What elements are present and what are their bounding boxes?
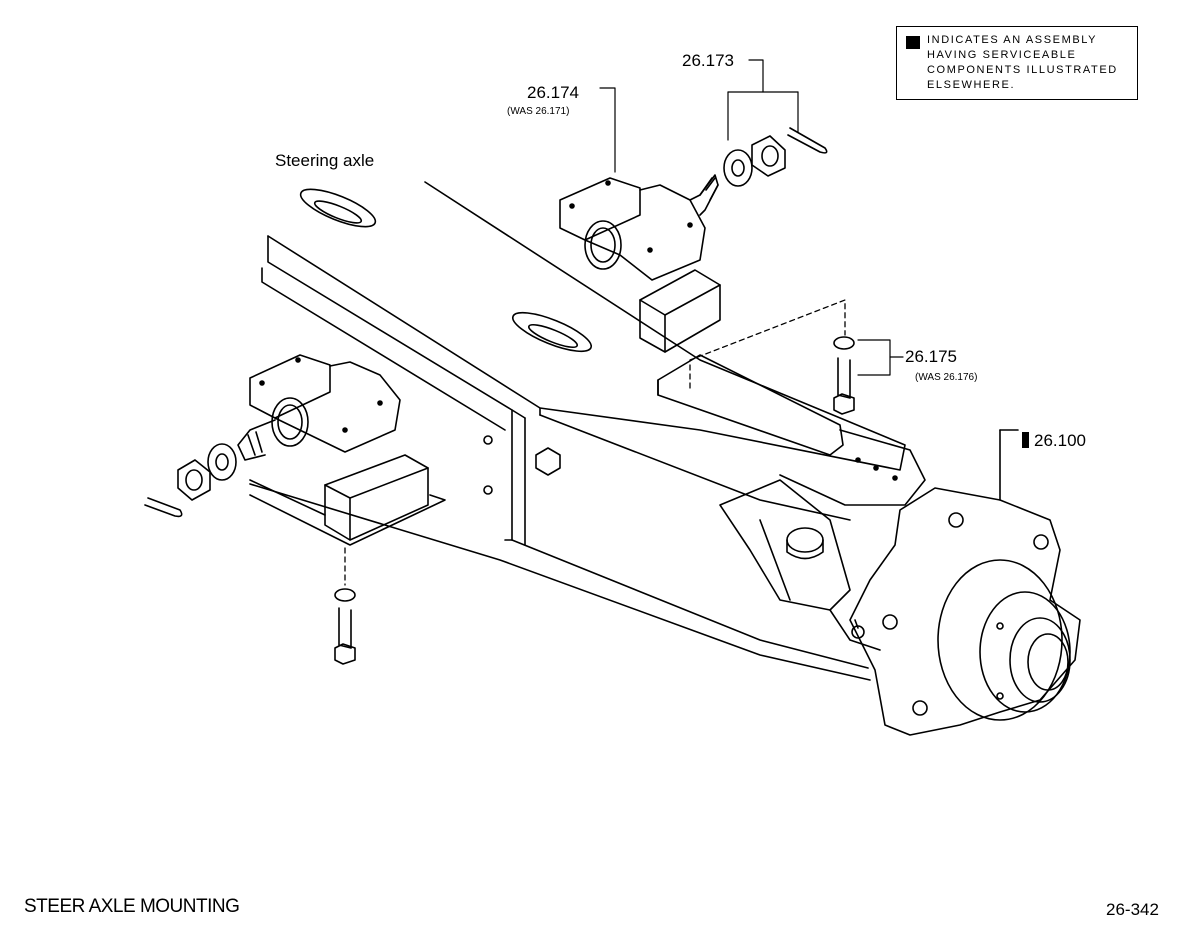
figure-caption: STEER AXLE MOUNTING	[24, 896, 240, 917]
beam-slot-front	[511, 311, 593, 353]
assembly-marker-icon	[1022, 432, 1029, 448]
pivot-bracket-rear	[559, 174, 721, 353]
pivot-bracket-front	[237, 354, 446, 546]
legend-text: INDICATES AN ASSEMBLY HAVING SERVICEABLE…	[927, 33, 1133, 93]
bolt-front-lower	[334, 588, 356, 665]
ball-stud-pin	[854, 619, 859, 629]
axle-beam	[249, 181, 906, 681]
assembly-lines	[344, 299, 846, 586]
tie-rod-end	[719, 479, 881, 651]
legend-line: INDICATES AN ASSEMBLY	[927, 34, 1098, 46]
assembly-square-icon	[906, 36, 920, 49]
part-label-26-173: 26.173	[682, 51, 734, 70]
pivot-hardware-front	[144, 443, 237, 518]
legend-line: COMPONENTS ILLUSTRATED	[927, 64, 1118, 76]
web-nut	[535, 447, 561, 476]
pivot-hardware-rear	[723, 127, 828, 187]
legend-line: HAVING SERVICEABLE	[927, 49, 1077, 61]
part-label-26-175: 26.175	[905, 347, 957, 366]
wheel-hub	[849, 429, 1081, 736]
part-labels: Steering axle 26.173 26.174 (WAS 26.171)…	[275, 51, 1086, 450]
part-label-26-175-was: (WAS 26.176)	[915, 372, 977, 383]
part-label-26-174: 26.174	[527, 83, 579, 102]
part-label-26-100: 26.100	[1034, 431, 1086, 450]
leader-lines	[599, 59, 904, 376]
bolt-26-175	[833, 336, 855, 415]
legend-box: INDICATES AN ASSEMBLY HAVING SERVICEABLE…	[896, 26, 1138, 100]
beam-slot-rear	[299, 188, 377, 228]
part-label-26-174-was: (WAS 26.171)	[507, 106, 569, 117]
steering-arm	[657, 354, 926, 506]
legend-line: ELSEWHERE.	[927, 79, 1016, 91]
page-number: 26-342	[1106, 900, 1159, 919]
diagram-title: Steering axle	[275, 151, 374, 170]
